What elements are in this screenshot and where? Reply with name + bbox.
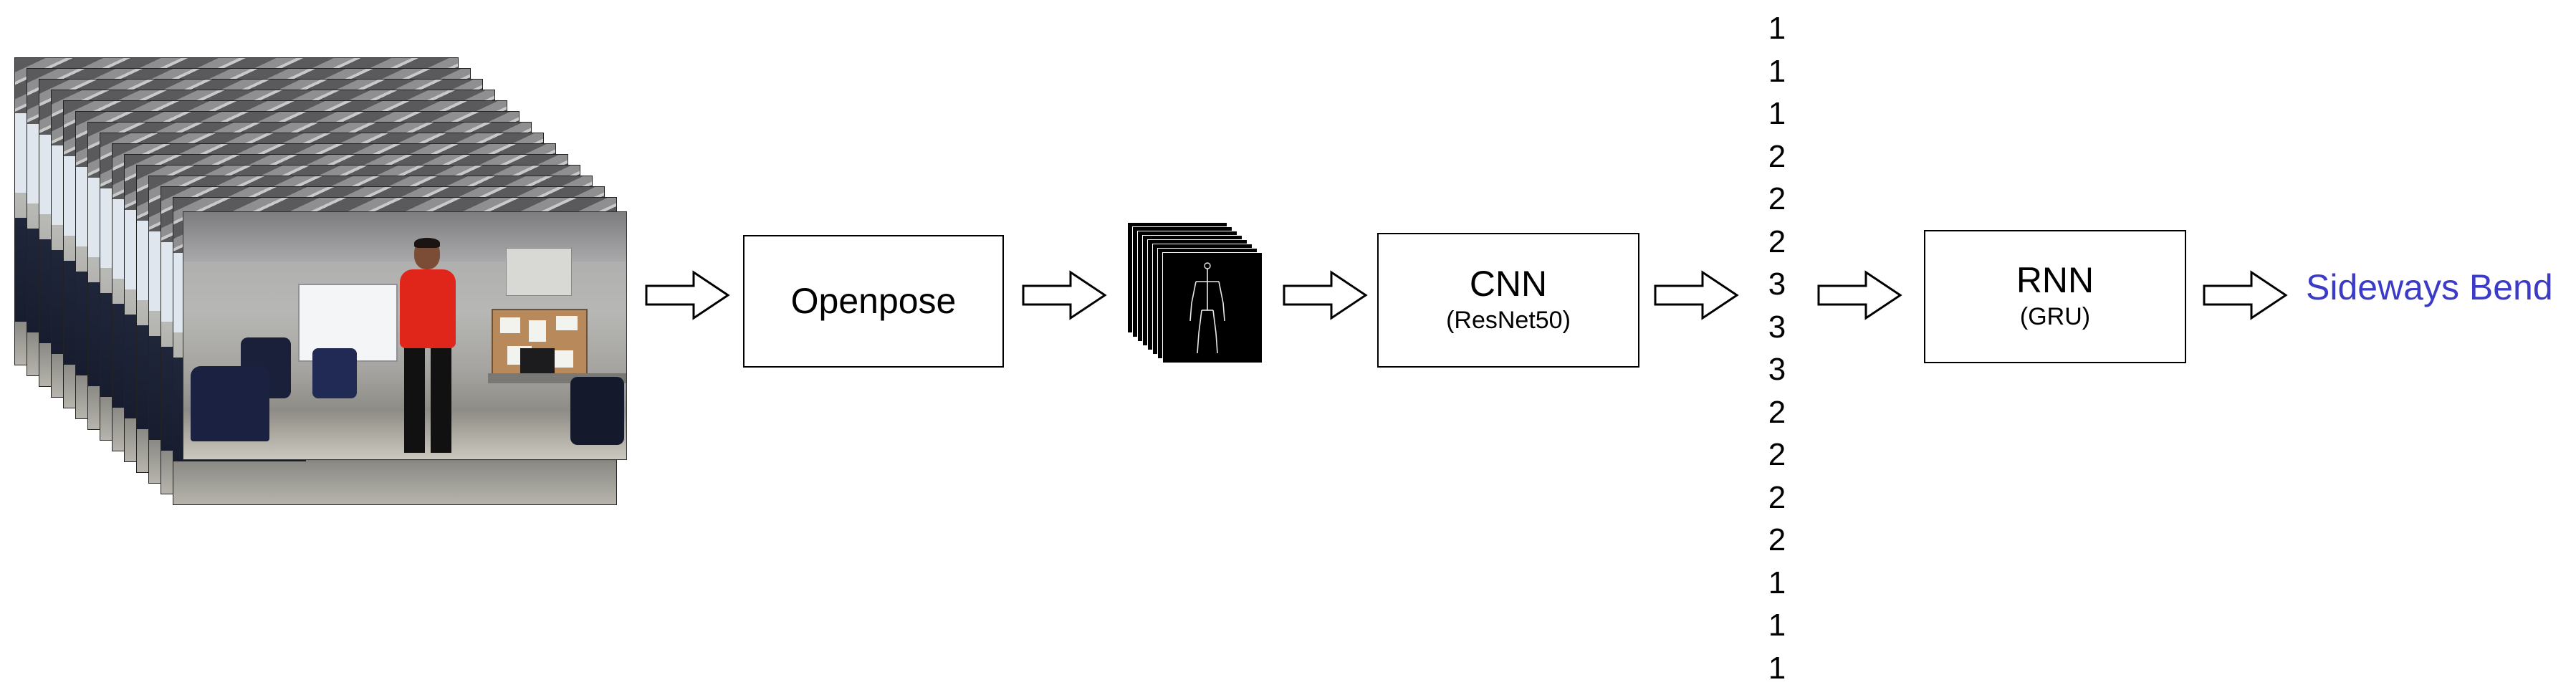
sequence-number: 3 bbox=[1768, 267, 1786, 302]
openpose-label: Openpose bbox=[790, 281, 957, 322]
sequence-number: 2 bbox=[1768, 394, 1786, 430]
sequence-number: 1 bbox=[1768, 608, 1786, 643]
arrow-2-icon bbox=[1022, 270, 1107, 320]
sequence-number: 1 bbox=[1768, 565, 1786, 600]
cnn-box: CNN (ResNet50) bbox=[1377, 233, 1639, 368]
skeleton-figure-icon bbox=[1189, 262, 1225, 354]
cnn-output-sequence: 1 1 1 2 2 2 3 3 3 2 2 2 2 1 1 1 bbox=[1756, 7, 1799, 689]
sequence-number: 2 bbox=[1768, 181, 1786, 216]
sequence-number: 1 bbox=[1768, 96, 1786, 131]
cnn-sublabel: (ResNet50) bbox=[1446, 306, 1571, 334]
result-label: Sideways Bend bbox=[2306, 267, 2553, 307]
arrow-6-icon bbox=[2203, 270, 2288, 320]
cnn-label: CNN bbox=[1469, 264, 1548, 305]
arrow-5-icon bbox=[1817, 270, 1902, 320]
rnn-box: RNN (GRU) bbox=[1924, 230, 2186, 363]
sequence-number: 2 bbox=[1768, 138, 1786, 174]
sequence-number: 2 bbox=[1768, 224, 1786, 259]
sequence-number: 2 bbox=[1768, 479, 1786, 515]
arrow-4-icon bbox=[1654, 270, 1739, 320]
rnn-label: RNN bbox=[2016, 260, 2094, 301]
sequence-number: 2 bbox=[1768, 522, 1786, 557]
openpose-box: Openpose bbox=[743, 235, 1004, 368]
sequence-number: 1 bbox=[1768, 11, 1786, 46]
sequence-number: 1 bbox=[1768, 53, 1786, 89]
sequence-number: 2 bbox=[1768, 437, 1786, 472]
arrow-3-icon bbox=[1283, 270, 1368, 320]
video-frame-person-icon bbox=[183, 211, 627, 460]
skeleton-frame-layer bbox=[1162, 252, 1263, 363]
sequence-number: 3 bbox=[1768, 309, 1786, 345]
skeleton-frames-icon bbox=[1127, 222, 1267, 365]
sequence-number: 1 bbox=[1768, 650, 1786, 686]
sequence-number: 3 bbox=[1768, 352, 1786, 387]
arrow-1-icon bbox=[645, 270, 730, 320]
rnn-sublabel: (GRU) bbox=[2019, 302, 2091, 330]
